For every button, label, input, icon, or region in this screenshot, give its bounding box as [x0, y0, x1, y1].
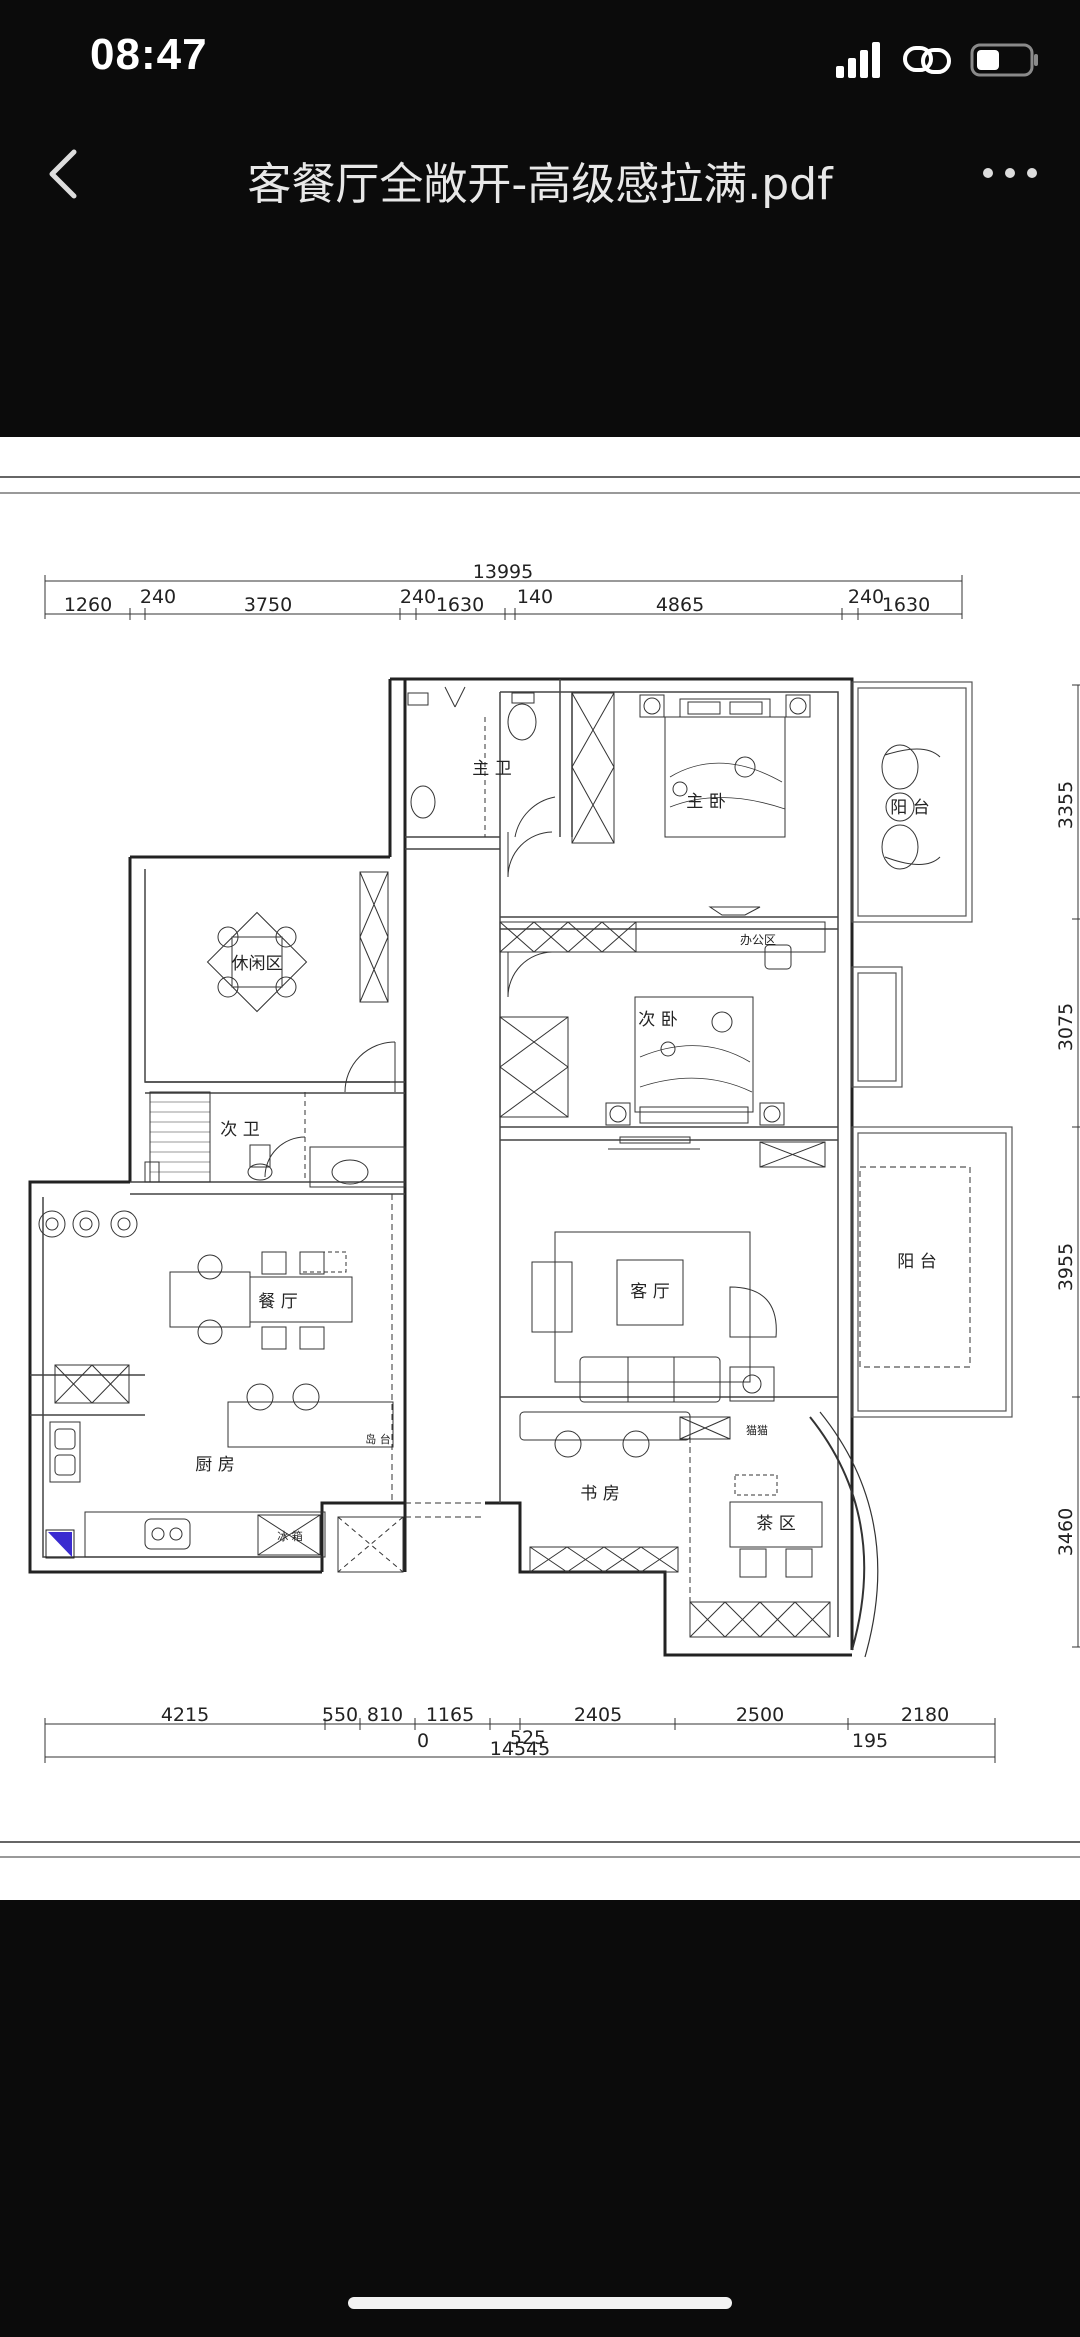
dim-top-6: 140	[517, 586, 553, 608]
dim-bottom-5: 2405	[574, 1704, 622, 1726]
label-leisure: 休闲区	[232, 954, 283, 974]
dim-bottom-sub-1: 0	[417, 1730, 429, 1752]
label-living: 客 厅	[630, 1282, 669, 1302]
dim-right-4: 3460	[1055, 1508, 1077, 1556]
dim-bottom-sub-3: 195	[852, 1730, 888, 1752]
label-island: 岛 台	[365, 1432, 391, 1446]
dim-top-4: 240	[400, 586, 436, 608]
label-second-bath: 次 卫	[220, 1120, 259, 1140]
label-master-bed: 主 卧	[686, 792, 725, 812]
label-tea: 茶 区	[756, 1514, 795, 1534]
label-study: 书 房	[580, 1484, 619, 1504]
label-balcony-1: 阳 台	[890, 798, 929, 818]
dim-bottom-3: 810	[367, 1704, 403, 1726]
status-icons	[836, 36, 1040, 84]
floor-plan-drawing: 13995 1260 240 3750 240 1630 140 4865 24…	[0, 476, 1080, 1858]
status-bar: 08:47	[0, 0, 1080, 120]
dim-top-total: 13995	[473, 561, 533, 583]
label-office: 办公区	[740, 932, 776, 947]
chevron-left-icon[interactable]	[36, 144, 96, 204]
label-cat: 猫猫	[746, 1424, 768, 1437]
battery-icon	[970, 43, 1038, 77]
dim-top-3: 3750	[244, 594, 292, 616]
label-kitchen: 厨 房	[195, 1455, 234, 1475]
label-master-bath: 主 卫	[472, 759, 511, 779]
dim-bottom-2: 550	[322, 1704, 358, 1726]
signal-icon	[836, 42, 880, 78]
dim-top-5: 1630	[436, 594, 484, 616]
dim-top-9: 1630	[882, 594, 930, 616]
pdf-page	[0, 437, 1080, 1900]
home-indicator[interactable]	[348, 2297, 732, 2309]
dim-top-2: 240	[140, 586, 176, 608]
label-balcony-2: 阳 台	[897, 1252, 936, 1272]
dim-top-7: 4865	[656, 594, 704, 616]
document-header: 客餐厅全敞开-高级感拉满.pdf	[0, 120, 1080, 230]
document-title: 客餐厅全敞开-高级感拉满.pdf	[247, 159, 833, 210]
more-horizontal-icon[interactable]	[980, 158, 1040, 188]
status-time: 08:47	[90, 30, 208, 79]
dim-right-2: 3075	[1055, 1003, 1077, 1051]
dim-top-8: 240	[848, 586, 884, 608]
dim-bottom-sub-2: 525	[510, 1727, 546, 1749]
label-second-bed: 次 卧	[638, 1010, 677, 1030]
floor-plan: 13995 1260 240 3750 240 1630 140 4865 24…	[0, 437, 1080, 1900]
dim-bottom-6: 2500	[736, 1704, 784, 1726]
label-dining: 餐 厅	[258, 1292, 297, 1312]
dim-bottom-total: 14545	[490, 1738, 550, 1760]
dim-bottom-1: 4215	[161, 1704, 209, 1726]
label-fridge: 冰 箱	[277, 1529, 303, 1543]
link-icon	[903, 46, 951, 74]
dim-bottom-4: 1165	[426, 1704, 474, 1726]
dim-right-3: 3955	[1055, 1243, 1077, 1291]
dim-bottom-7: 2180	[901, 1704, 949, 1726]
dim-right-1: 3355	[1055, 781, 1077, 829]
dim-top-1: 1260	[64, 594, 112, 616]
